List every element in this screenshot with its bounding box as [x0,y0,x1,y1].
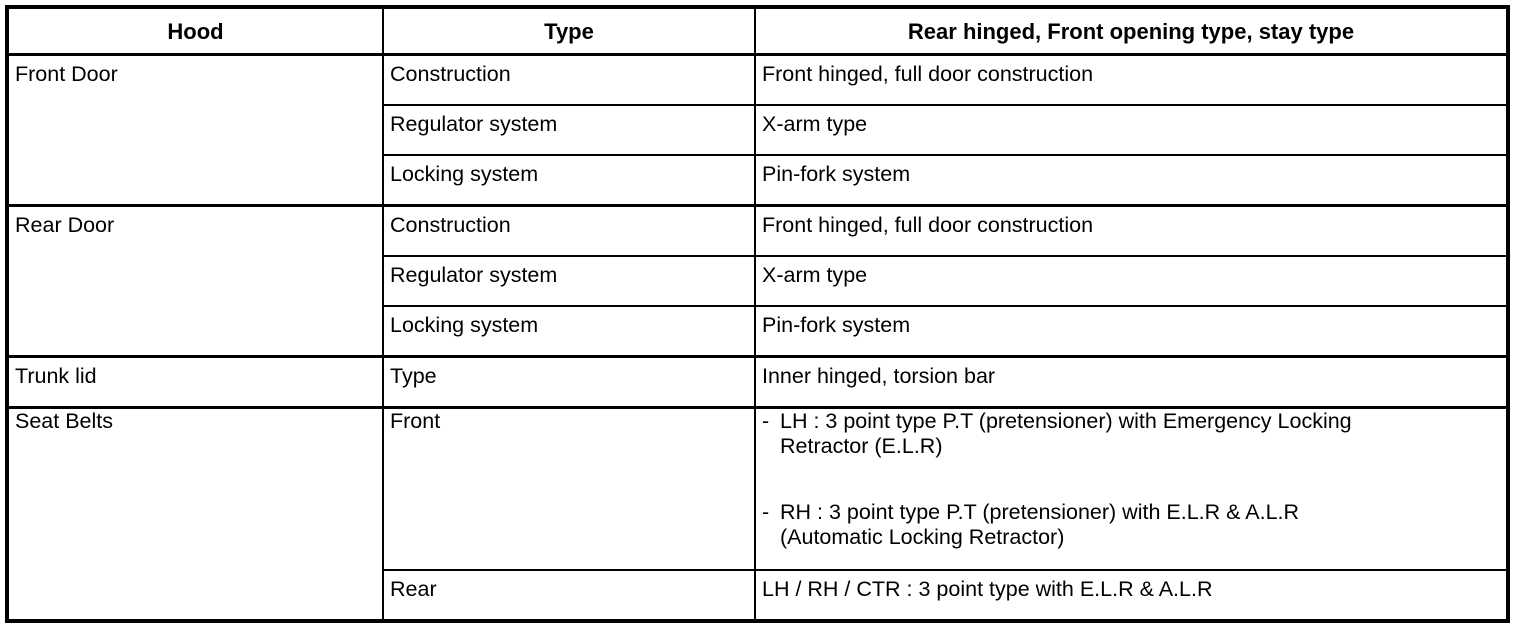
value-cell: Pin-fork system [754,154,1509,207]
specification-table-sheet: Hood Type Rear hinged, Front opening typ… [5,5,1510,623]
column-header-description: Rear hinged, Front opening type, stay ty… [754,6,1509,56]
value-cell: X-arm type [754,104,1509,156]
group-label-seat-belts: Seat Belts [6,406,384,622]
value-cell-seatbelt-front: - LH : 3 point type P.T (pretensioner) w… [754,406,1509,571]
type-cell: Locking system [382,154,756,207]
type-cell: Front [382,406,756,571]
value-cell: Front hinged, full door construction [754,204,1509,257]
table-row: Trunk lid Type Inner hinged, torsion bar [6,355,1509,409]
bullet-item: - LH : 3 point type P.T (pretensioner) w… [762,409,1500,460]
dash-marker: - [762,409,770,433]
table-row: Locking system Pin-fork system [7,305,1509,358]
group-label-trunk-lid: Trunk lid [6,355,384,409]
type-cell: Regulator system [382,104,756,156]
table-header-row: Hood Type Rear hinged, Front opening typ… [6,6,1509,56]
table-row: Regulator system X-arm type [7,104,1509,156]
type-cell: Construction [382,53,756,106]
column-header-type: Type [382,6,756,56]
dash-marker: - [762,499,770,524]
table-row: Regulator system X-arm type [7,255,1509,307]
bullet-line-2: Retractor (E.L.R) [780,434,943,459]
vehicle-specification-table: Hood Type Rear hinged, Front opening typ… [5,5,1510,623]
value-cell: Front hinged, full door construction [754,53,1509,106]
type-cell: Rear [382,569,756,622]
group-label-rear-door: Rear Door [6,204,384,358]
type-cell: Locking system [382,305,756,358]
bullet-line-1: RH : 3 point type P.T (pretensioner) wit… [780,499,1300,524]
value-cell: Inner hinged, torsion bar [754,355,1509,409]
bullet-line-2: (Automatic Locking Retractor) [780,525,1065,550]
value-cell: X-arm type [754,255,1509,307]
value-cell: LH / RH / CTR : 3 point type with E.L.R … [754,569,1509,622]
bullet-item: - RH : 3 point type P.T (pretensioner) w… [762,500,1500,551]
type-cell: Type [382,355,756,409]
bullet-list: - LH : 3 point type P.T (pretensioner) w… [762,409,1500,550]
table-row: Seat Belts Front - LH : 3 point type P.T… [6,406,1509,622]
type-cell: Construction [382,204,756,257]
column-header-hood: Hood [6,6,384,56]
table-row: Locking system Pin-fork system [7,154,1509,207]
table-row: Rear Door Construction Front hinged, ful… [6,204,1509,358]
table-row: Front Door Construction Front hinged, fu… [6,53,1509,207]
bullet-line-1: LH : 3 point type P.T (pretensioner) wit… [780,409,1352,433]
group-label-front-door: Front Door [6,53,384,207]
type-cell: Regulator system [382,255,756,307]
bullet-spacer [762,460,1500,500]
value-cell: Pin-fork system [754,305,1509,358]
